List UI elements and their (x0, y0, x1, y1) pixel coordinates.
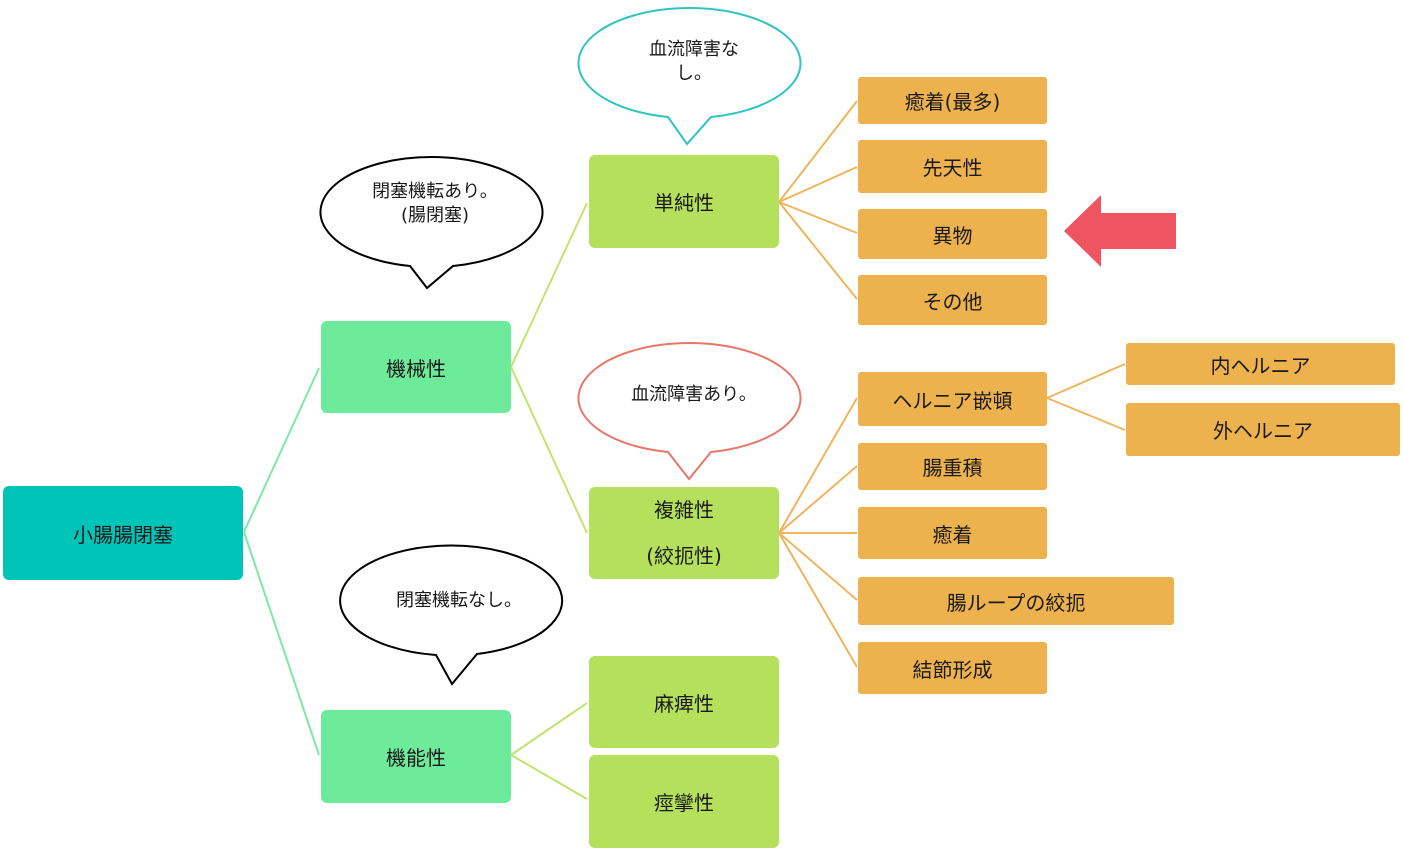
simple-cause-label: 先天性 (922, 156, 983, 180)
bubble-simple-line2: し。 (676, 63, 712, 84)
category-functional-label: 機能性 (386, 746, 446, 770)
complex-cause-hernia: ヘルニア嵌頓 (858, 372, 1047, 426)
bubble-text-simple: 血流障害な し。 (583, 36, 805, 88)
simple-cause-label: 癒着(最多) (904, 90, 1001, 114)
link-complex-cause-5 (778, 532, 858, 668)
simple-cause-foreign-body: 異物 (858, 209, 1047, 259)
link-complex-cause-4 (778, 532, 858, 601)
type-complex: 複雑性 (絞扼性) (589, 487, 779, 579)
simple-cause-label: 異物 (932, 223, 973, 248)
link-complex-cause-2 (778, 465, 858, 534)
bubble-text-functional: 閉塞機転なし。 (348, 586, 570, 616)
left-arrow-icon (1064, 195, 1176, 267)
hernia-type-label: 内ヘルニア (1210, 353, 1311, 378)
link-functional-spastic (510, 754, 588, 800)
complex-cause-label: 腸ループの絞扼 (946, 590, 1086, 615)
simple-cause-adhesion: 癒着(最多) (858, 77, 1047, 124)
link-simple-cause-2 (778, 166, 858, 203)
complex-cause-intussusception: 腸重積 (858, 443, 1047, 490)
complex-cause-adhesion: 癒着 (858, 507, 1047, 559)
speech-bubble-functional (339, 544, 564, 686)
complex-cause-loop-strangulation: 腸ループの絞扼 (858, 577, 1174, 625)
link-complex-cause-1 (778, 397, 858, 534)
type-complex-label-line1: 複雑性 (654, 498, 714, 522)
type-simple: 単純性 (589, 155, 779, 248)
complex-cause-label: ヘルニア嵌頓 (892, 388, 1013, 413)
speech-bubble-simple (577, 7, 802, 146)
type-spastic: 痙攣性 (589, 755, 779, 848)
link-simple-cause-1 (778, 100, 858, 203)
complex-cause-label: 腸重積 (922, 456, 983, 480)
category-functional: 機能性 (321, 710, 511, 803)
category-mechanical-label: 機械性 (386, 356, 446, 381)
link-hernia-external (1046, 397, 1126, 431)
link-root-functional (243, 531, 320, 756)
bubble-functional-line1: 閉塞機転なし。 (396, 590, 522, 611)
complex-cause-label: 癒着 (932, 522, 973, 547)
speech-bubble-complex (577, 342, 802, 481)
root-label: 小腸腸閉塞 (73, 522, 173, 547)
hernia-type-label: 外ヘルニア (1213, 419, 1313, 443)
type-paralytic: 麻痺性 (589, 656, 779, 748)
simple-cause-label: その他 (922, 289, 983, 314)
bubble-text-complex: 血流障害あり。 (583, 380, 805, 410)
link-hernia-internal (1046, 363, 1126, 399)
root-node: 小腸腸閉塞 (3, 486, 243, 580)
type-paralytic-label: 麻痺性 (654, 691, 714, 716)
link-simple-cause-4 (778, 201, 858, 300)
type-spastic-label: 痙攣性 (654, 791, 714, 815)
speech-bubble-mechanical (319, 156, 544, 290)
simple-cause-other: その他 (858, 275, 1047, 325)
link-mechanical-simple (510, 202, 588, 368)
bubble-simple-line1: 血流障害な (649, 39, 739, 60)
bubble-mechanical-line1: 閉塞機転あり。 (372, 181, 498, 202)
bubble-mechanical-line2: (腸閉塞) (400, 205, 470, 226)
type-simple-label: 単純性 (654, 191, 714, 215)
category-mechanical: 機械性 (321, 321, 511, 413)
type-complex-label-line2: (絞扼性) (646, 544, 722, 568)
bubble-text-mechanical: 閉塞機転あり。 (腸閉塞) (324, 176, 546, 232)
complex-cause-label: 結節形成 (912, 657, 993, 682)
link-mechanical-complex (510, 366, 588, 534)
link-root-mechanical (243, 367, 320, 533)
bubble-complex-line1: 血流障害あり。 (631, 384, 757, 405)
hernia-external: 外ヘルニア (1126, 403, 1400, 456)
link-functional-paralytic (510, 702, 588, 756)
complex-cause-knot-formation: 結節形成 (858, 642, 1047, 694)
hernia-internal: 内ヘルニア (1126, 343, 1395, 385)
link-simple-cause-3 (778, 201, 858, 234)
simple-cause-congenital: 先天性 (858, 140, 1047, 193)
